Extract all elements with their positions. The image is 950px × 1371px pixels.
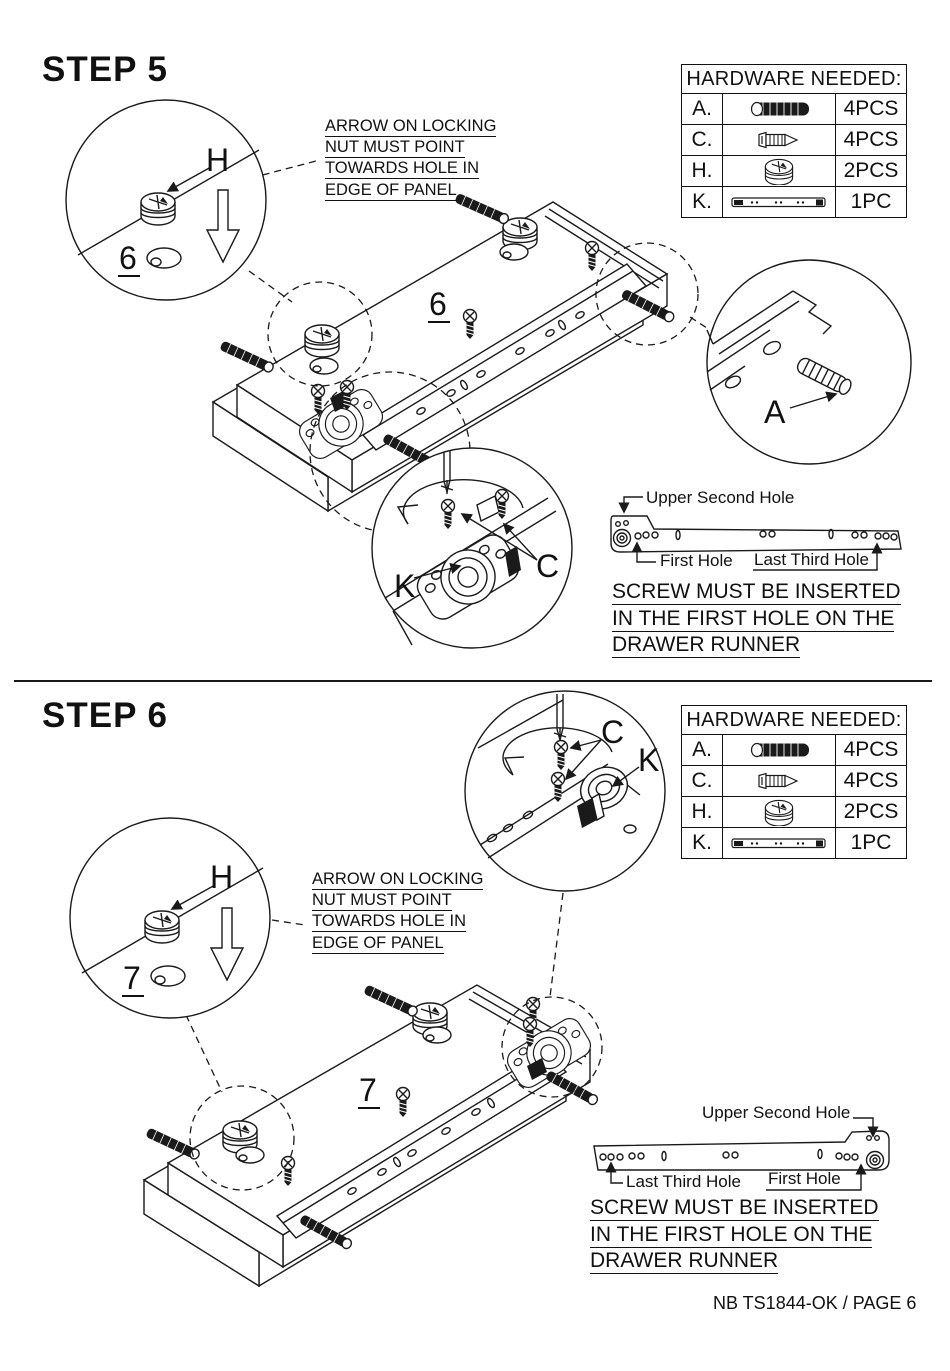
screw-note-line: IN THE FIRST HOLE ON THE [590,1222,873,1248]
screw-note-line: DRAWER RUNNER [612,633,801,658]
screw-icon [723,766,836,796]
screw-note-line: DRAWER RUNNER [590,1249,779,1274]
cam-lock-icon [723,797,836,827]
step6-detail-panel-number: 7 [122,962,144,997]
hardware-qty: 4PCS [843,128,899,151]
note-line: TOWARDS HOLE IN [312,912,467,933]
step6-panel-number: 7 [358,1074,380,1109]
hardware-qty: 4PCS [843,769,899,792]
hardware-key: C. [682,125,723,155]
note-line: ARROW ON LOCKING [325,117,497,137]
hardware-row-k: K. 1PC [682,187,906,217]
step5-dowel-label: A [764,394,786,430]
step5-cam-lock-label: H [206,142,230,178]
hardware-qty: 4PCS [843,738,899,761]
note-line: ARROW ON LOCKING [312,870,484,890]
step5-panel-number: 6 [428,288,450,323]
hardware-row-c: C. 4PCS [682,766,906,797]
step5-detail-panel-number: 6 [118,242,140,277]
hardware-key: H. [682,156,723,186]
hardware-row-a: A. 4PCS [682,94,906,125]
hardware-title: HARDWARE NEEDED: [682,65,906,94]
step5-upper-second-hole-label: Upper Second Hole [646,488,795,507]
step5-locking-nut-note: ARROW ON LOCKING NUT MUST POINT TOWARDS … [325,117,497,202]
hardware-row-a: A. 4PCS [682,735,906,766]
step5-screw-label: C [536,548,560,584]
screw-note-line: IN THE FIRST HOLE ON THE [612,606,895,632]
note-line: EDGE OF PANEL [325,180,457,201]
hardware-key: A. [682,94,723,124]
drawer-runner-icon [723,187,836,217]
step5-last-third-hole-label: Last Third Hole [754,550,869,569]
hardware-row-c: C. 4PCS [682,125,906,156]
hardware-row-h: H. 2PCS [682,797,906,828]
dowel-icon [723,94,836,124]
hardware-row-k: K. 1PC [682,828,906,858]
note-line: EDGE OF PANEL [312,933,444,954]
hardware-table-step6: HARDWARE NEEDED: A. 4PCS C. 4PCS H. 2PCS… [681,705,907,859]
hardware-row-h: H. 2PCS [682,156,906,187]
note-line: TOWARDS HOLE IN [325,159,480,180]
step6-last-third-hole-label: Last Third Hole [626,1172,741,1191]
cam-lock-icon [723,156,836,186]
hardware-key: C. [682,766,723,796]
step5-runner-label: K [394,568,416,604]
hardware-qty: 1PC [850,190,892,213]
screw-note-line: SCREW MUST BE INSERTED [612,580,901,605]
step6-screw-note: SCREW MUST BE INSERTED IN THE FIRST HOLE… [590,1197,879,1277]
hardware-key: H. [682,797,723,827]
hardware-key: K. [682,187,723,217]
step5-first-hole-label: First Hole [660,551,733,570]
hardware-table-step5: HARDWARE NEEDED: A. 4PCS C. 4PCS H. 2PCS… [681,64,907,218]
hardware-key: A. [682,735,723,765]
hardware-qty: 2PCS [843,800,899,823]
hardware-qty: 1PC [850,831,892,854]
note-line: NUT MUST POINT [312,891,452,912]
step6-locking-nut-note: ARROW ON LOCKING NUT MUST POINT TOWARDS … [312,870,484,955]
drawer-runner-icon [723,828,836,858]
screw-icon [723,125,836,155]
hardware-qty: 2PCS [843,159,899,182]
note-line: NUT MUST POINT [325,138,465,159]
screw-note-line: SCREW MUST BE INSERTED [590,1196,879,1221]
step6-screw-label: C [601,714,625,750]
step6-first-hole-label: First Hole [768,1169,841,1188]
page-footer: NB TS1844-OK / PAGE 6 [713,1293,917,1313]
hardware-qty: 4PCS [843,97,899,120]
hardware-key: K. [682,828,723,858]
dowel-icon [723,735,836,765]
step6-runner-label: K [638,742,660,778]
step5-title: STEP 5 [42,50,168,89]
step5-screw-note: SCREW MUST BE INSERTED IN THE FIRST HOLE… [612,581,901,661]
hardware-title: HARDWARE NEEDED: [682,706,906,735]
step6-cam-lock-label: H [210,859,234,895]
step6-upper-second-hole-label: Upper Second Hole [702,1103,851,1122]
step6-title: STEP 6 [42,696,168,735]
